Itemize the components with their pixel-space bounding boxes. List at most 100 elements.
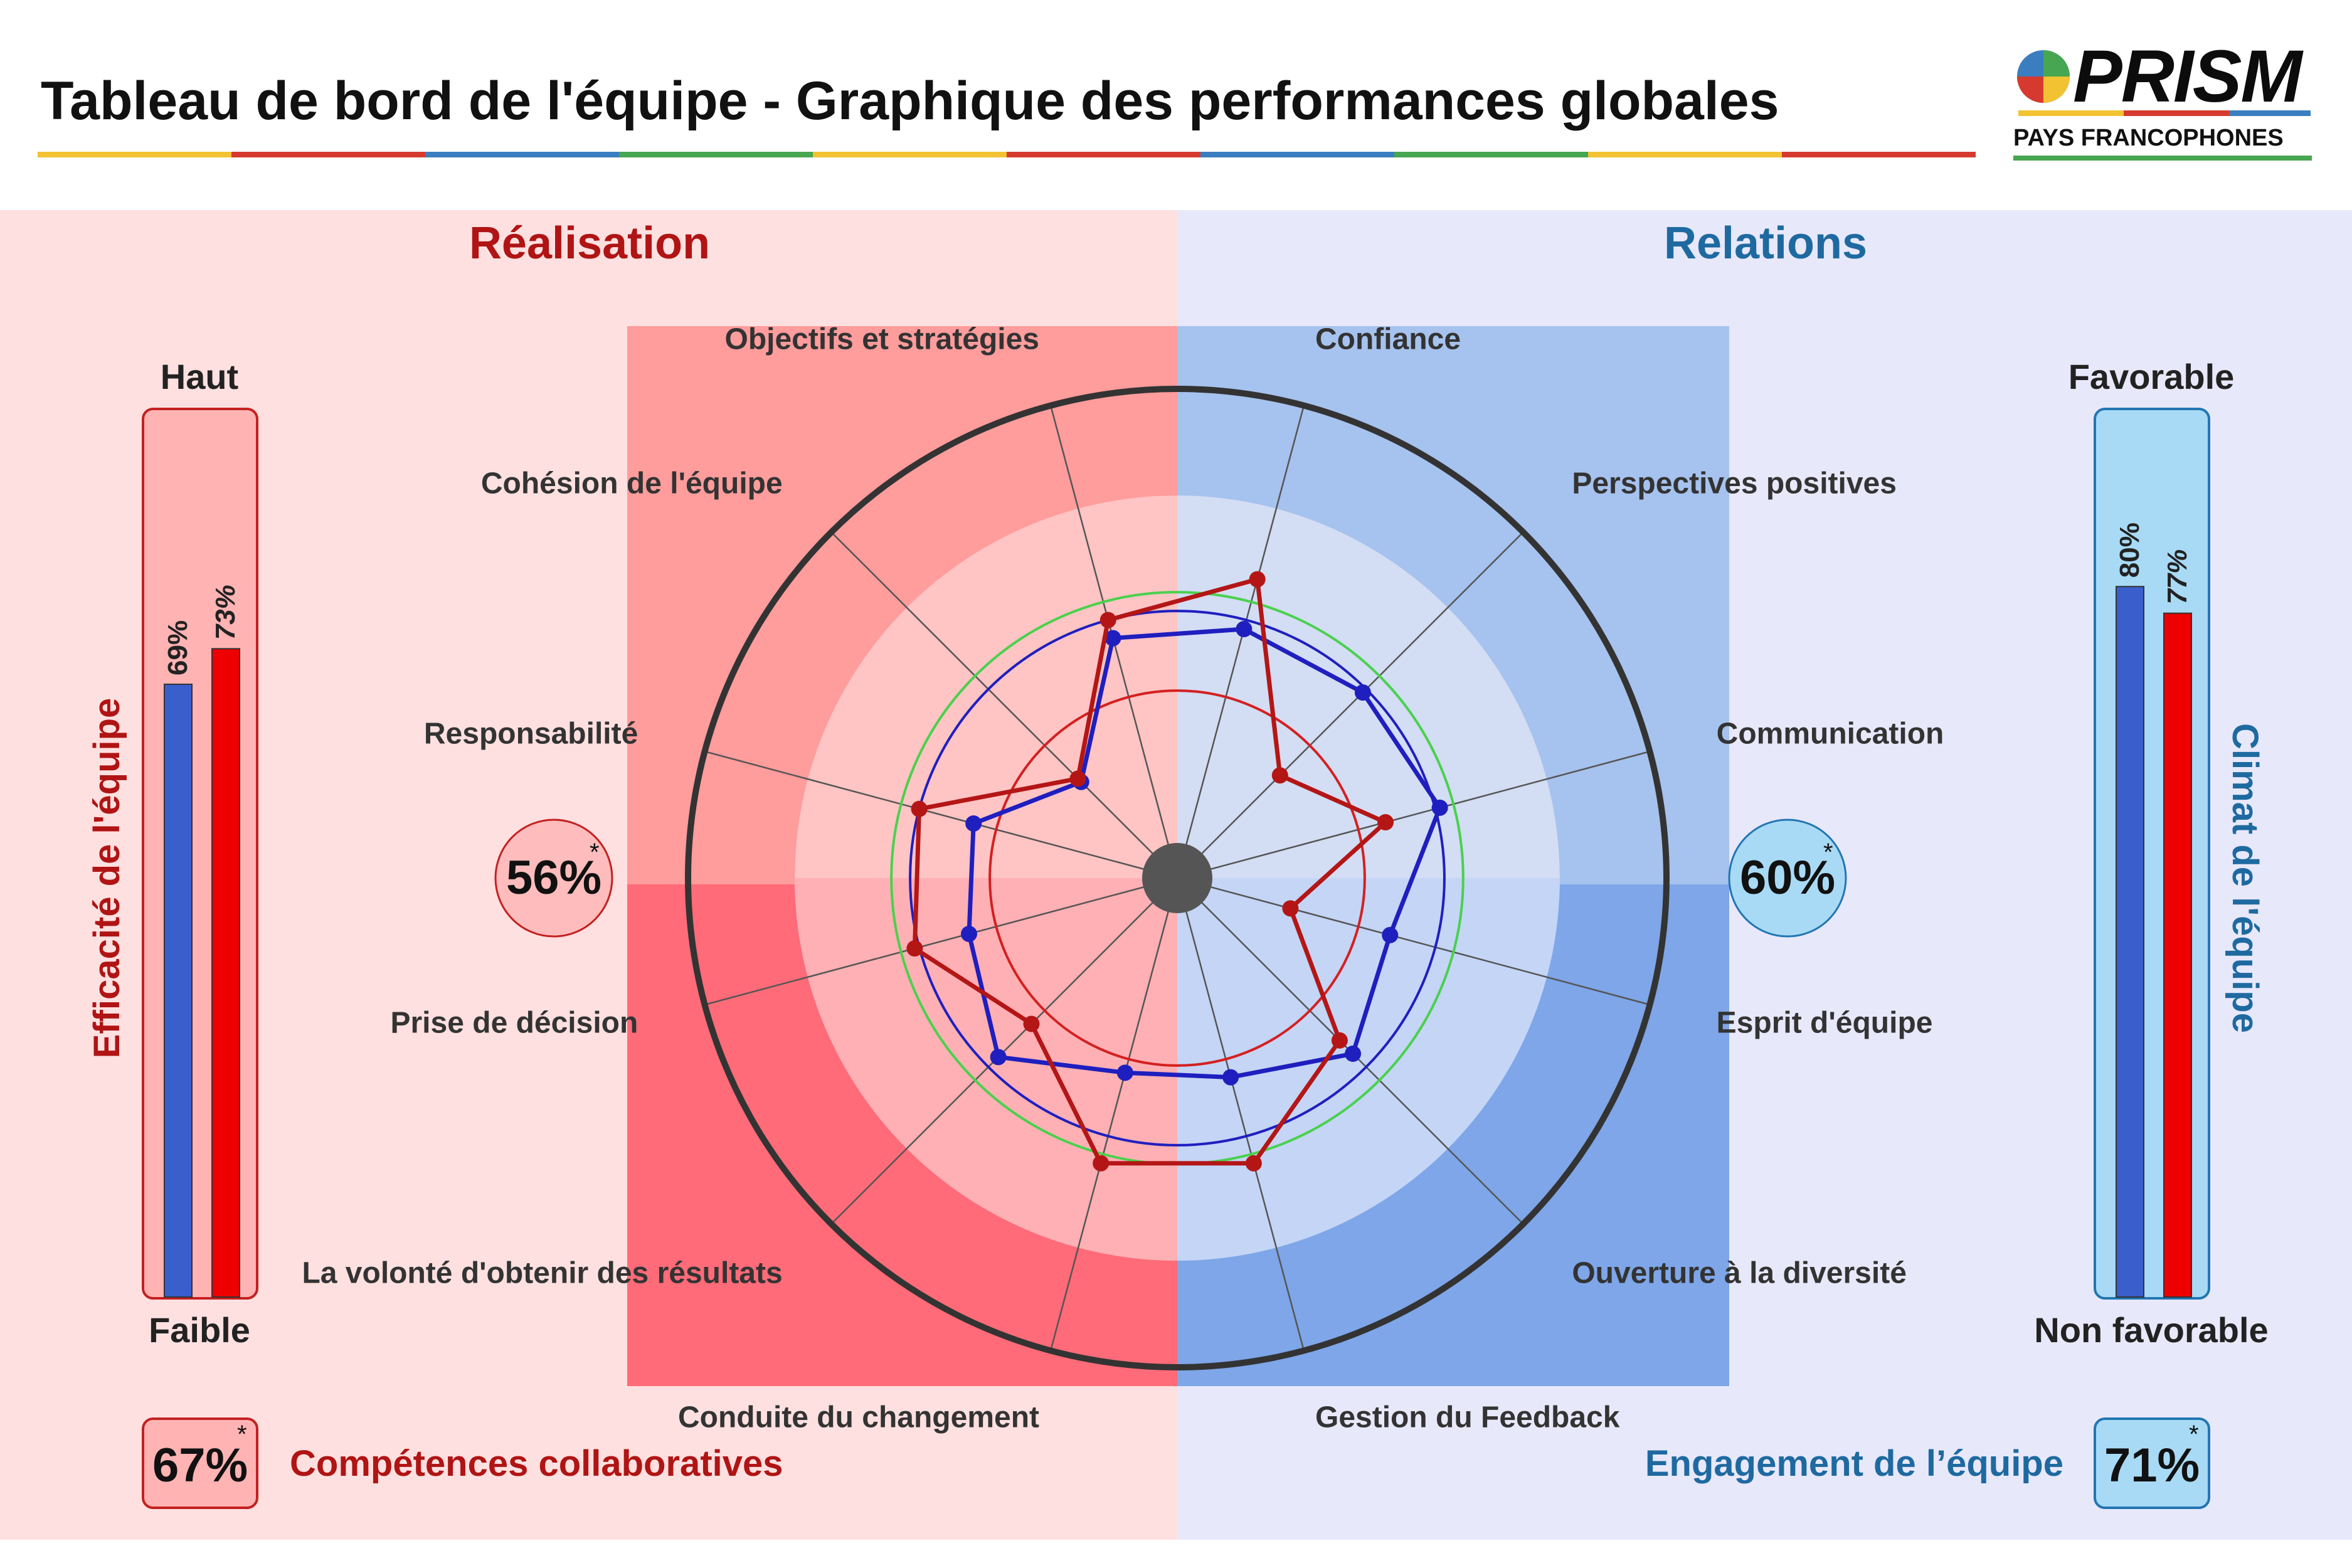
logo-underline [2013,156,2312,161]
radar-point [906,940,923,957]
radar-point [1222,1069,1239,1086]
radar-category-label: Communication [1717,718,1944,751]
radar-point [1377,814,1394,831]
radar-reference-ring [988,689,1366,1067]
radar-category-label: Esprit d'équipe [1717,1006,1933,1039]
radar-point [990,1049,1007,1066]
right-bottom-value: 71% [2104,1439,2200,1492]
radar-category-label: Ouverture à la diversité [1572,1256,1907,1290]
left-bar-chart: 69% 73% [162,585,241,1298]
radar-point [960,925,977,942]
radar-category-label: Responsabilité [424,718,638,751]
bar-value-label: 73% [210,585,241,640]
radar-point [965,815,982,832]
left-circle-star: * [590,839,600,866]
radar-spoke [1176,405,1305,879]
radar-category-label: La volonté d'obtenir des résultats [302,1256,782,1290]
stripe-segment [1588,152,1782,157]
stripe-segment [1200,152,1394,157]
left-heading: Réalisation [469,218,710,268]
radar-point [1245,1155,1262,1172]
left-top-label: Haut [161,357,238,396]
radar-point [1431,799,1448,816]
radar-spoke [1177,750,1650,879]
stripe-segment [38,152,231,157]
bar [211,648,240,1298]
radar-category-label: Prise de décision [390,1006,638,1039]
right-circle-value: 60% [1740,851,1835,904]
right-heading: Relations [1664,218,1867,268]
radar-reference-ring [909,610,1446,1147]
right-bottom-caption: Engagement de l’équipe [1645,1443,2063,1484]
left-bottom-badge: 67% * [142,1417,258,1509]
logo-subtitle: PAYS FRANCOPHONES [2013,125,2284,151]
radar-point [911,800,928,817]
right-circle-star: * [1823,839,1833,866]
radar-point [1116,1064,1133,1081]
radar-spoke [1049,877,1179,1351]
bar [2116,586,2144,1298]
radar-spoke [1176,877,1305,1351]
radar-category-label: Conduite du changement [678,1401,1039,1434]
radar-point [1236,621,1253,638]
radar-category-label: Objectifs et stratégies [724,322,1039,356]
radar-spoke [830,531,1178,879]
radar-point [1023,1015,1040,1032]
stripe-segment [1782,152,1976,157]
radar-spoke [704,877,1178,1006]
left-bottom-label: Faible [149,1310,250,1350]
radar-point [1249,571,1266,588]
radar-category-label: Cohésion de l'équipe [481,467,783,501]
right-bottom-star: * [2189,1421,2199,1448]
right-bottom-badge: 71% * [2094,1417,2210,1509]
page-title: Tableau de bord de l'équipe - Graphique … [41,71,1779,131]
brain-logo-icon [2017,50,2070,103]
right-bar-chart: 80% 77% [2114,522,2193,1298]
prism-logo: PRISM PAYS FRANCOPHONES [2013,35,2312,161]
radar-category-label: Gestion du Feedback [1315,1401,1620,1434]
header-stripe [38,152,1976,157]
left-bottom-star: * [237,1421,247,1448]
left-axis-label: Efficacité de l'équipe [87,698,127,1059]
left-circle-value: 56% [506,851,601,904]
radar-spoke [1177,877,1650,1006]
radar-outer-border [685,386,1670,1370]
bar-value-label: 77% [2162,549,2193,605]
radar-point [1282,900,1299,917]
stripe-segment [1007,152,1200,157]
radar-point [1331,1032,1348,1049]
radar-point [1271,767,1288,784]
bar [164,683,193,1298]
radar-spoke [830,877,1178,1225]
radar-category-label: Confiance [1315,322,1461,356]
bar-value-label: 69% [162,620,193,675]
right-top-label: Favorable [2069,357,2235,396]
bar [2163,612,2192,1298]
radar-point [1382,926,1399,943]
radar-category-label: Perspectives positives [1572,467,1897,501]
radar-spoke [704,750,1178,879]
radar-spoke [1177,531,1524,879]
right-bottom-label: Non favorable [2034,1310,2268,1350]
logo-name: PRISM [2073,35,2304,118]
stripe-segment [231,152,425,157]
logo-stripe [2018,110,2311,116]
stripe-segment [1394,152,1588,157]
radar-point [1104,630,1121,647]
stripe-segment [813,152,1007,157]
radar-point [1099,612,1116,628]
radar-hub [1142,843,1212,913]
radar-point [1069,770,1086,787]
bar-value-label: 80% [2114,522,2145,578]
radar-point [1345,1046,1362,1062]
left-bottom-value: 67% [152,1439,248,1492]
stripe-segment [619,152,813,157]
radar-point [1354,684,1371,701]
right-circle-badge: 60% * [1728,818,1847,938]
stripe-segment [425,152,619,157]
left-bottom-caption: Compétences collaboratives [290,1443,783,1484]
radar-point [1093,1155,1110,1172]
left-circle-badge: 56% * [494,818,613,938]
